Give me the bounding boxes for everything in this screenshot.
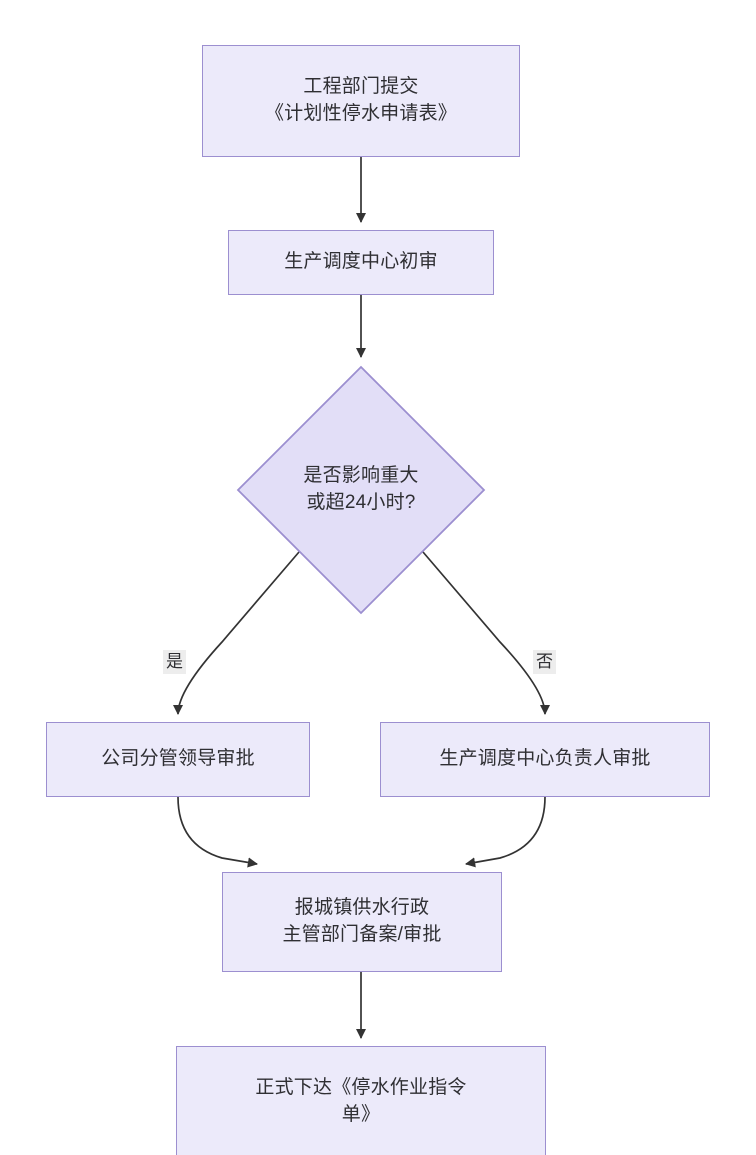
node-label: 生产调度中心负责人审批 (439, 748, 651, 770)
node-issue-shutdown-order[interactable]: 正式下达《停水作业指令 单》 (176, 1046, 546, 1155)
node-label: 报城镇供水行政 主管部门备案/审批 (282, 897, 442, 945)
node-label: 工程部门提交 《计划性停水申请表》 (264, 76, 457, 124)
node-company-leader-approval[interactable]: 公司分管领导审批 (46, 722, 310, 797)
node-engineering-submit[interactable]: 工程部门提交 《计划性停水申请表》 (202, 45, 520, 157)
node-decision-major-impact[interactable]: 是否影响重大 或超24小时? (236, 365, 486, 615)
node-label: 正式下达《停水作业指令 单》 (255, 1077, 467, 1125)
node-dispatch-head-approval[interactable]: 生产调度中心负责人审批 (380, 722, 710, 797)
edge-n4-n6 (177, 796, 259, 868)
node-label: 是否影响重大 或超24小时? (303, 465, 419, 513)
edge-label-yes: 是 (163, 650, 186, 675)
node-label: 公司分管领导审批 (101, 748, 255, 770)
edge-n5-n6 (464, 796, 546, 868)
node-dispatch-center-review[interactable]: 生产调度中心初审 (228, 230, 494, 295)
node-label: 生产调度中心初审 (284, 251, 438, 273)
edge-label-no: 否 (533, 650, 556, 675)
node-municipal-filing-approval[interactable]: 报城镇供水行政 主管部门备案/审批 (222, 872, 502, 972)
